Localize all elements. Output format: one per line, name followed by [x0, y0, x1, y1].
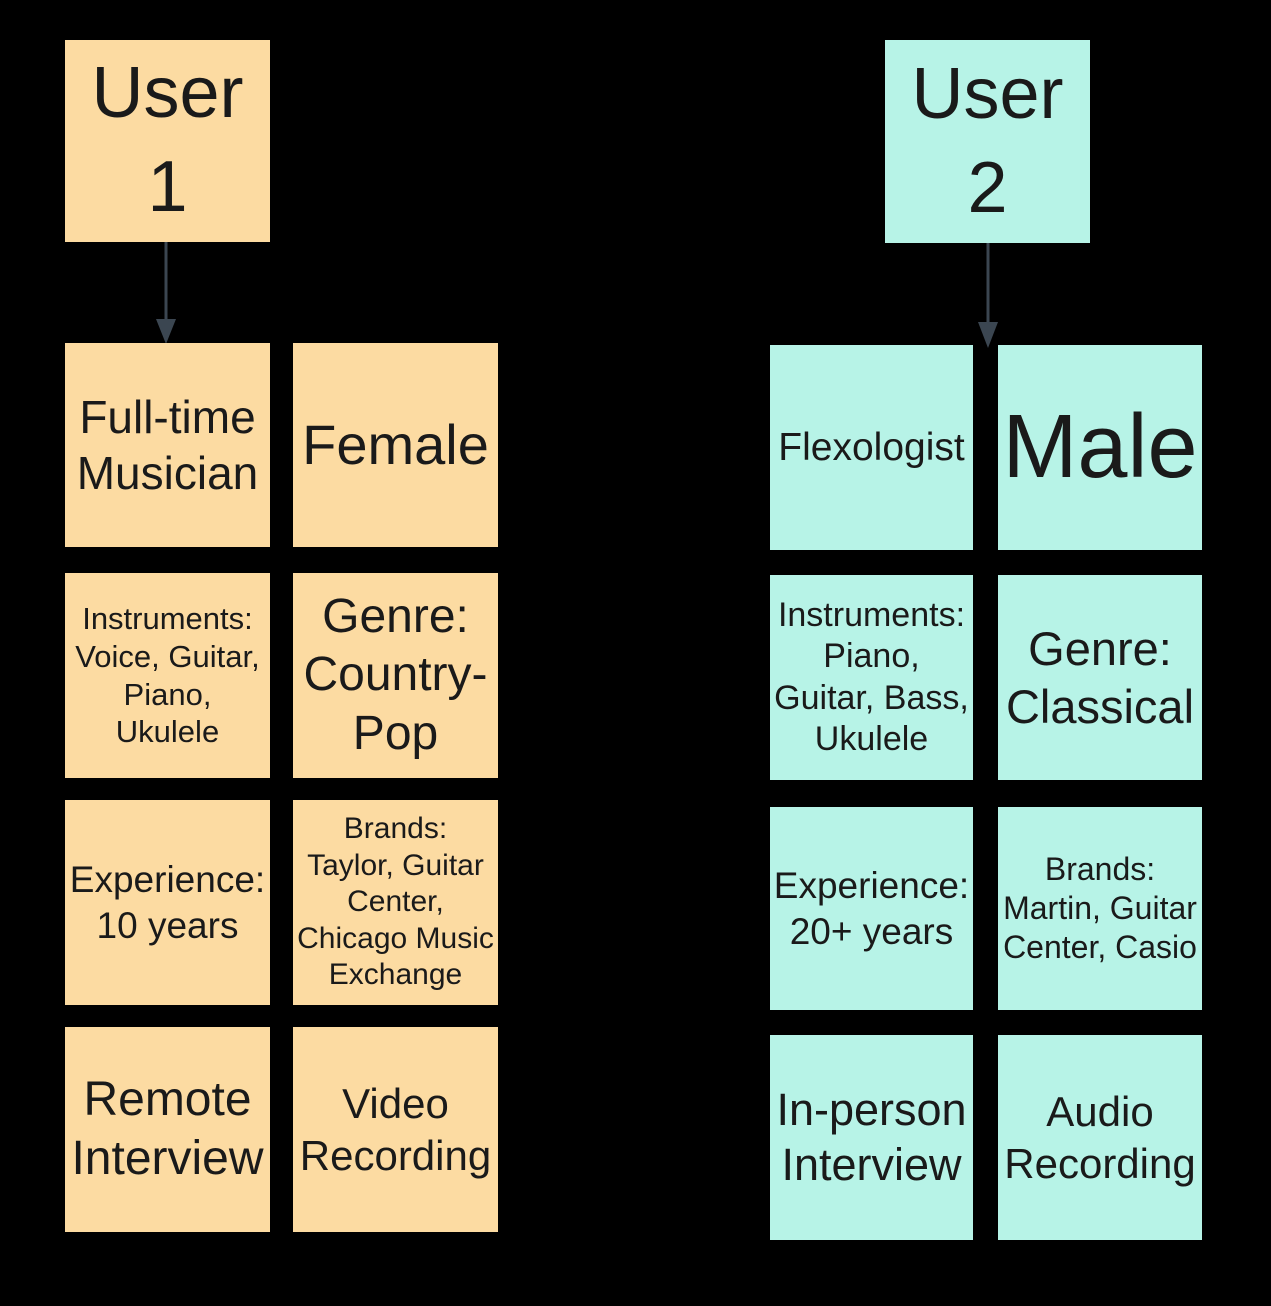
user1-interview-box: Remote Interview	[65, 1027, 270, 1232]
user2-recording-box: Audio Recording	[998, 1035, 1202, 1240]
user2-occupation-box: Flexologist	[770, 345, 973, 550]
user1-brands-box: Brands: Taylor, Guitar Center, Chicago M…	[293, 800, 498, 1005]
user1-header-box: User 1	[65, 40, 270, 242]
user1-genre-box: Genre: Country- Pop	[293, 573, 498, 778]
user2-instruments-box: Instruments: Piano, Guitar, Bass, Ukulel…	[770, 575, 973, 780]
user2-genre-box: Genre: Classical	[998, 575, 1202, 780]
user2-brands-box: Brands: Martin, Guitar Center, Casio	[998, 807, 1202, 1010]
user1-connector-arrow	[154, 242, 178, 345]
user2-header-box: User 2	[885, 40, 1090, 243]
user2-experience-box: Experience: 20+ years	[770, 807, 973, 1010]
user2-connector-arrow	[976, 243, 1000, 349]
user1-occupation-box: Full-time Musician	[65, 343, 270, 547]
user1-recording-box: Video Recording	[293, 1027, 498, 1232]
user2-gender-box: Male	[998, 345, 1202, 550]
user2-interview-box: In-person Interview	[770, 1035, 973, 1240]
user1-instruments-box: Instruments: Voice, Guitar, Piano, Ukule…	[65, 573, 270, 778]
user1-gender-box: Female	[293, 343, 498, 547]
user1-experience-box: Experience: 10 years	[65, 800, 270, 1005]
